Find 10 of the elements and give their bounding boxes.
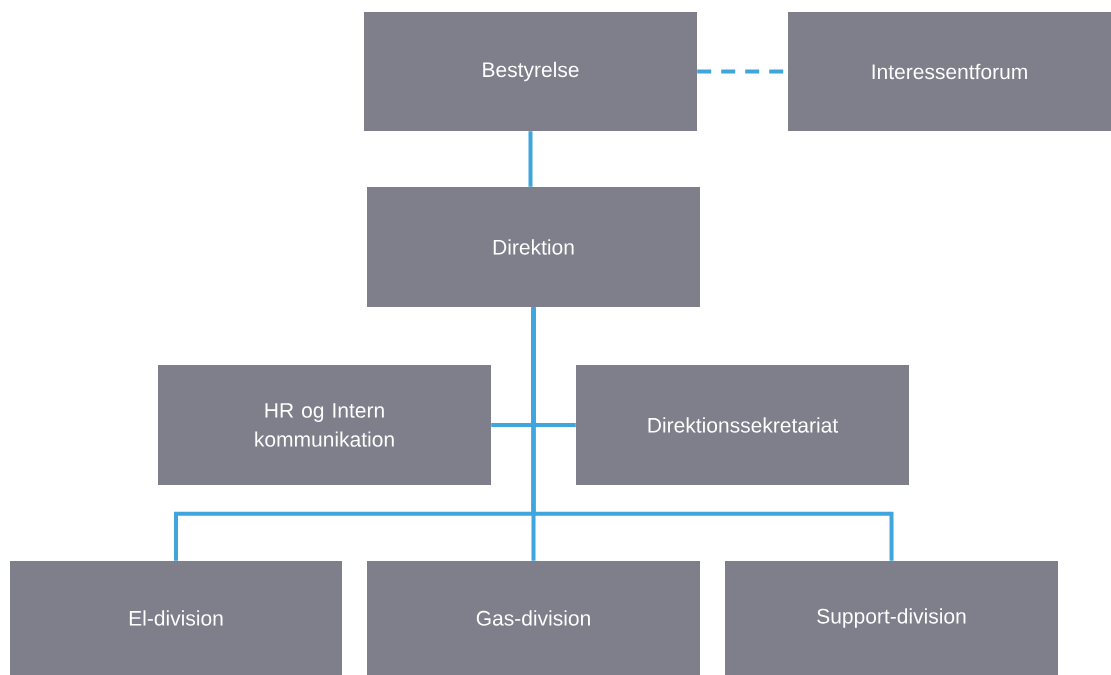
connector-line [528, 131, 533, 187]
org-box: Gas-division [367, 561, 700, 675]
org-box: HR og Intern kommunikation [158, 365, 491, 485]
org-box: Interessentforum [788, 12, 1111, 131]
org-box: Bestyrelse [364, 12, 697, 131]
org-box: Support-division [725, 561, 1058, 675]
org-box: Direktion [367, 187, 700, 307]
org-box: Direktionssekretariat [576, 365, 909, 485]
org-box: El-division [10, 561, 342, 675]
connector-line [531, 307, 894, 561]
